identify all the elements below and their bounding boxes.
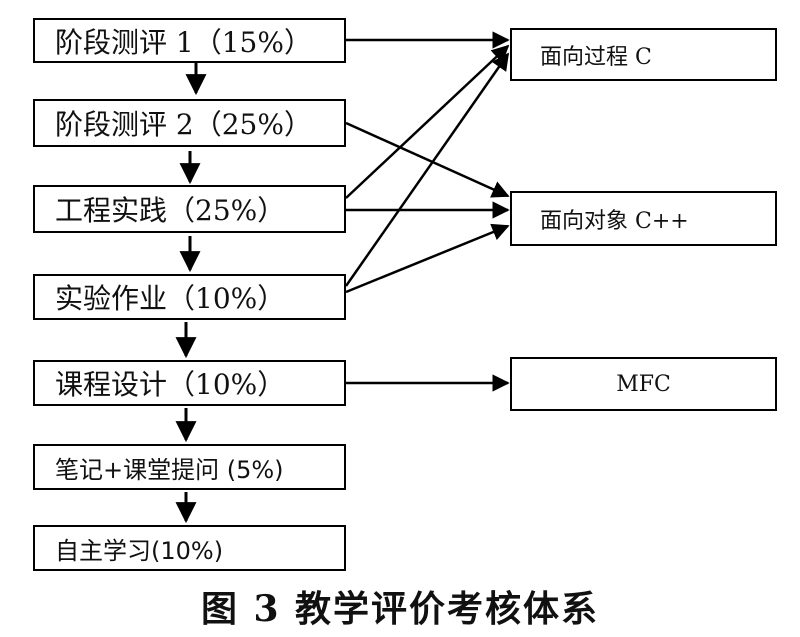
stage-box-7: 自主学习(10%) (33, 525, 346, 571)
target-label: 面向过程 C (540, 44, 652, 70)
stage-box-4: 实验作业（10%） (33, 274, 346, 320)
target-box-mfc: MFC (510, 357, 777, 411)
stage-box-1: 阶段测评 1（15%） (33, 18, 346, 63)
stage-box-3: 工程实践（25%） (33, 185, 346, 233)
target-box-cpp: 面向对象 C++ (510, 191, 777, 246)
stage-box-6: 笔记+课堂提问 (5%) (33, 444, 346, 490)
target-box-c: 面向过程 C (510, 28, 777, 81)
link-practice-to-c (345, 44, 510, 199)
link-stage2-to-cpp (345, 121, 510, 198)
target-label: MFC (616, 371, 671, 397)
link-lab-to-cpp (345, 223, 510, 294)
stage-label: 课程设计（10%） (55, 368, 286, 401)
stage-label: 工程实践（25%） (55, 194, 286, 227)
stage-label: 自主学习(10%) (55, 536, 224, 565)
stage-label: 实验作业（10%） (55, 282, 286, 315)
stage-box-2: 阶段测评 2（25%） (33, 99, 346, 147)
link-lab-to-c (344, 52, 510, 287)
stage-box-5: 课程设计（10%） (33, 360, 346, 406)
figure-caption: 图 3 教学评价考核体系 (200, 588, 600, 630)
stage-label: 阶段测评 1（15%） (55, 25, 312, 59)
target-label: 面向对象 C++ (540, 208, 689, 234)
stage-label: 笔记+课堂提问 (5%) (55, 455, 284, 484)
stage-label: 阶段测评 2（25%） (55, 108, 312, 141)
